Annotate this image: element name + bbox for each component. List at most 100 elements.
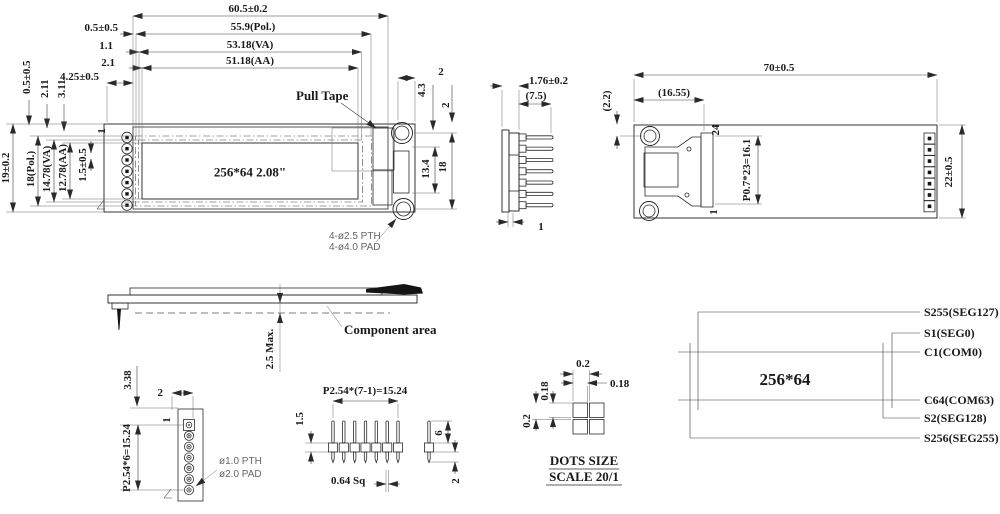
- front-frame-outline: [132, 126, 389, 210]
- back-view: 70±0.5 (16.55) (2.2) 24 1 P0.7*23=16.1 2…: [601, 62, 966, 221]
- back-hole-bottom: [639, 201, 659, 221]
- dim-14-78: 14.78(VA): [41, 145, 53, 192]
- dim-16-55: (16.55): [658, 87, 690, 99]
- label-c64: C64(COM63): [924, 393, 994, 407]
- dot: [589, 402, 605, 418]
- dim-0-64: 0.64 Sq: [331, 475, 366, 487]
- dim-p254-7: P2.54*(7-1)=15.24: [323, 385, 408, 397]
- side-view: 1.76±0.2 (7.5) 1: [490, 75, 569, 233]
- dim-4-25: 4.25±0.5: [60, 71, 100, 83]
- dim-13-4: 13.4: [420, 159, 432, 179]
- via: [686, 146, 692, 152]
- front-view: 256*64 2.08" 60.5±0.2 0.5±0.5 55.9(Pol.)…: [0, 3, 457, 253]
- dim-3-11: 3.11: [56, 79, 68, 98]
- note-pad: ø2.0 PAD: [219, 469, 262, 480]
- dim-70: 70±0.5: [764, 62, 795, 74]
- dim-6: 6: [433, 430, 445, 436]
- dim-2-2: (2.2): [601, 90, 613, 111]
- note-pad: 4-ø4.0 PAD: [329, 242, 381, 253]
- pull-tape-outline: [331, 127, 394, 172]
- dim-18: 18: [437, 161, 449, 173]
- front-dimensions-topleft: 0.5±0.5 2.11 3.11: [21, 60, 68, 132]
- dim-12-78: 12.78(AA): [57, 144, 69, 192]
- label-s256: S256(SEG255): [924, 431, 999, 445]
- dim-2-5-max: 2.5 Max.: [264, 328, 276, 369]
- side-dimensions: 1.76±0.2 (7.5) 1: [490, 75, 569, 233]
- dot: [589, 419, 605, 435]
- dim-1-76: 1.76±0.2: [529, 75, 569, 87]
- dots-dimensions: 0.2 0.18 0.18 0.2: [521, 358, 630, 431]
- front-dimensions-left: 19±0.2 18(Pol.) 14.78(VA) 12.78(AA) 1.5±…: [0, 123, 142, 213]
- dim-p07: P0.7*23=16.1: [741, 139, 753, 202]
- mount-hole-top: [391, 122, 413, 144]
- pin1-hole: [185, 421, 193, 429]
- dim-2-right: 2: [440, 102, 452, 108]
- pin1-marker: 1: [161, 417, 173, 423]
- dim-1-1: 1.1: [99, 40, 113, 52]
- connector-pin24: 24: [710, 124, 722, 136]
- label-s1: S1(SEG0): [924, 326, 975, 340]
- pin1-marker: 1: [96, 128, 108, 134]
- header-dimensions: P2.54*(7-1)=15.24 1.5 0.64 Sq 6 2: [294, 385, 462, 492]
- dot: [572, 419, 588, 435]
- dim-1-5: 1.5: [294, 412, 306, 426]
- pin1-square-pad: [183, 419, 195, 431]
- hatch-area-right: [393, 150, 410, 194]
- dots-scale-label: SCALE 20/1: [549, 469, 619, 484]
- pth-detail: 3.38 2 1 P2.54*6=15.24 ø1.0 PTH ø2.0 PAD: [120, 366, 262, 502]
- dim-22: 22±0.5: [943, 156, 955, 187]
- note-pth: ø1.0 PTH: [219, 456, 262, 467]
- pth-dimensions: 3.38 2 1 P2.54*6=15.24 ø1.0 PTH ø2.0 PAD: [120, 366, 262, 499]
- profile-tape-fold: [366, 284, 423, 295]
- hatch-area-lower: [372, 169, 393, 206]
- front-va-outline: [138, 139, 363, 203]
- pin1-dot: [188, 424, 190, 426]
- dim-51-18: 51.18(AA): [226, 55, 274, 67]
- profile-pin: [117, 309, 121, 330]
- back-fpc-connector: [700, 132, 714, 208]
- matrix-label: 256*64: [760, 370, 812, 389]
- dim-55-9: 55.9(Pol.): [231, 21, 276, 33]
- display-size-label: 256*64 2.08": [214, 165, 286, 180]
- component-area-label: Component area: [344, 322, 437, 337]
- mount-hole-bottom: [392, 198, 415, 220]
- dim-2: 2: [450, 478, 462, 484]
- connector-pin1: 1: [708, 209, 720, 215]
- dim-3-38: 3.38: [122, 370, 134, 390]
- component-area-leader: [326, 305, 343, 328]
- mount-hole-bottom-inner: [396, 201, 411, 217]
- dim-1-5: 1.5±0.5: [77, 148, 89, 182]
- mount-hole-top-inner: [394, 125, 410, 141]
- dim-2: 2: [158, 387, 164, 399]
- dim-0-18-left: 0.18: [539, 381, 551, 401]
- dot: [572, 402, 588, 418]
- pth-strip-outline: [177, 408, 204, 502]
- front-pcb-outline: [103, 123, 416, 213]
- dim-p254-6: P2.54*6=15.24: [121, 424, 133, 492]
- back-hole-bottom-inner: [642, 204, 656, 218]
- dim-4-3: 4.3: [416, 83, 428, 97]
- label-c1: C1(COM0): [924, 345, 982, 359]
- front-dimensions-right: 13.4 18: [412, 132, 457, 210]
- dim-2-11: 2.11: [39, 79, 51, 98]
- back-dimensions: 70±0.5 (16.55) (2.2) 24 1 P0.7*23=16.1 2…: [601, 62, 966, 219]
- dim-1: 1: [538, 221, 544, 233]
- label-s2: S2(SEG128): [924, 411, 987, 425]
- dim-53-18: 53.18(VA): [227, 39, 274, 51]
- dim-60-5: 60.5±0.2: [228, 3, 268, 15]
- back-hole-top-inner: [643, 129, 657, 143]
- note-pth: 4-ø2.5 PTH: [329, 231, 381, 242]
- front-dimensions-top: 60.5±0.2 0.5±0.5 55.9(Pol.) 1.1 53.18(VA…: [60, 3, 389, 143]
- via: [684, 192, 690, 198]
- dim-0-2-top: 0.2: [576, 358, 590, 370]
- dim-0-2-left: 0.2: [521, 414, 533, 428]
- dim-19: 19±0.2: [0, 152, 12, 183]
- front-dimensions-topright: 2 4.3 2: [397, 66, 455, 131]
- back-pcb-outline: [633, 124, 938, 219]
- label-s255: S255(SEG127): [924, 305, 999, 319]
- pull-tape-leader: [340, 102, 377, 129]
- back-ic-hatch: [643, 152, 679, 188]
